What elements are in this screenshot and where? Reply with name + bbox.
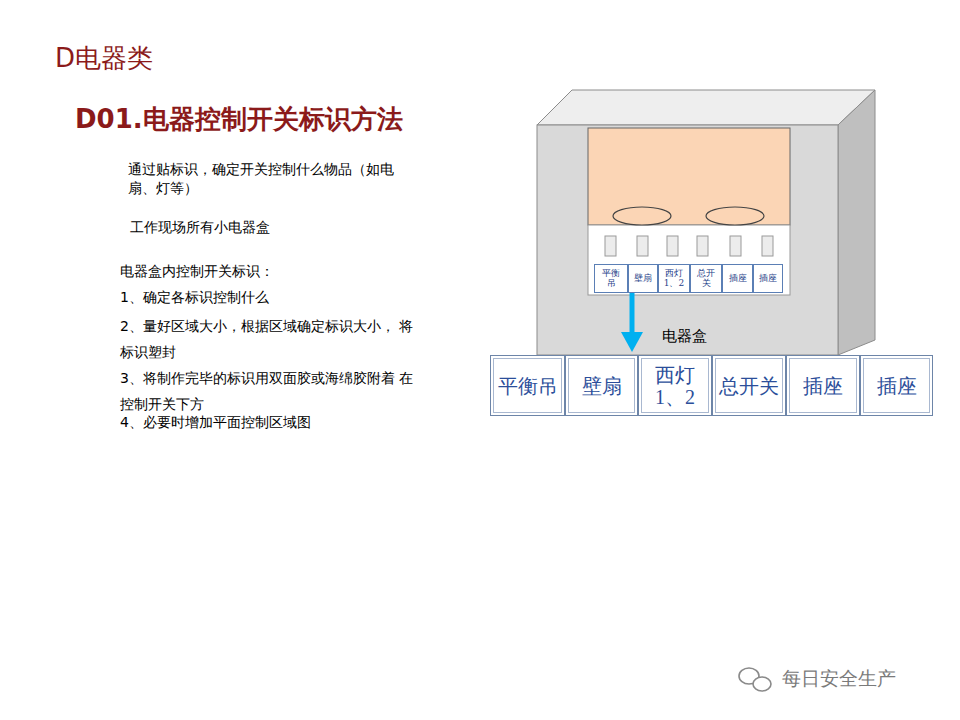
- list-heading: 电器盒内控制开关标识：: [120, 262, 440, 282]
- label-cell: 总开关: [712, 355, 786, 416]
- note-text: 工作现场所有小电器盒: [130, 218, 430, 238]
- switches: [605, 236, 773, 256]
- label-cell: 西灯 1、2: [638, 355, 712, 416]
- switch-label: 插座: [753, 264, 783, 293]
- cell-text: 西灯 1、2: [662, 269, 686, 289]
- oval-handle: [613, 207, 671, 225]
- label-cell: 插座: [860, 355, 933, 416]
- switch-label: 西灯 1、2: [658, 264, 690, 293]
- list-item: 1、确定各标识控制什么: [120, 288, 440, 308]
- switch: [605, 236, 616, 256]
- cell-text: 平衡吊: [498, 375, 558, 397]
- cell-text: 总开关: [719, 375, 779, 397]
- cell-text: 总开关: [693, 269, 719, 289]
- switch-label: 平衡吊: [594, 264, 628, 293]
- box-side: [838, 90, 875, 355]
- list-item: 2、量好区域大小，根据区域确定标识大小， 将标识塑封: [120, 314, 420, 366]
- switch: [762, 236, 773, 256]
- box-front: [537, 125, 838, 355]
- box-top: [537, 90, 875, 125]
- label-cell: 壁扇: [565, 355, 638, 416]
- cell-text: 西灯 1、2: [647, 364, 703, 408]
- box-panel: [588, 128, 790, 225]
- switch: [637, 236, 648, 256]
- pointer-arrow: [630, 291, 635, 334]
- switch-strip: [588, 225, 790, 295]
- box-label: 电器盒: [662, 326, 742, 347]
- cell-text: 插座: [759, 274, 777, 284]
- switch-label: 插座: [722, 264, 753, 293]
- cell-text: 插座: [803, 375, 843, 397]
- arrow-head: [621, 332, 643, 352]
- section-heading: D01.电器控制开关标识方法: [75, 101, 495, 137]
- switch: [667, 236, 678, 256]
- note-text: 通过贴标识，确定开关控制什么物品（如电扇、灯等）: [128, 160, 418, 198]
- cell-text: 插座: [729, 274, 747, 284]
- cell-text: 平衡吊: [598, 269, 624, 289]
- cell-text: 插座: [877, 375, 917, 397]
- bubble: [753, 677, 771, 691]
- switch: [697, 236, 708, 256]
- oval-handle: [706, 207, 764, 225]
- cell-text: 壁扇: [634, 274, 652, 284]
- page-title: D电器类: [55, 40, 153, 76]
- switch-label: 总开关: [690, 264, 722, 293]
- cell-text: 壁扇: [582, 375, 622, 397]
- wechat-icon: [739, 668, 771, 691]
- watermark: 每日安全生产: [782, 665, 942, 692]
- label-cell: 插座: [786, 355, 860, 416]
- label-cell: 平衡吊: [490, 355, 565, 416]
- switch-label: 壁扇: [628, 264, 658, 293]
- switch: [730, 236, 741, 256]
- list-item: 3、将制作完毕的标识用双面胶或海绵胶附着 在控制开关下方: [120, 366, 420, 418]
- list-item: 4、必要时增加平面控制区域图: [120, 413, 440, 433]
